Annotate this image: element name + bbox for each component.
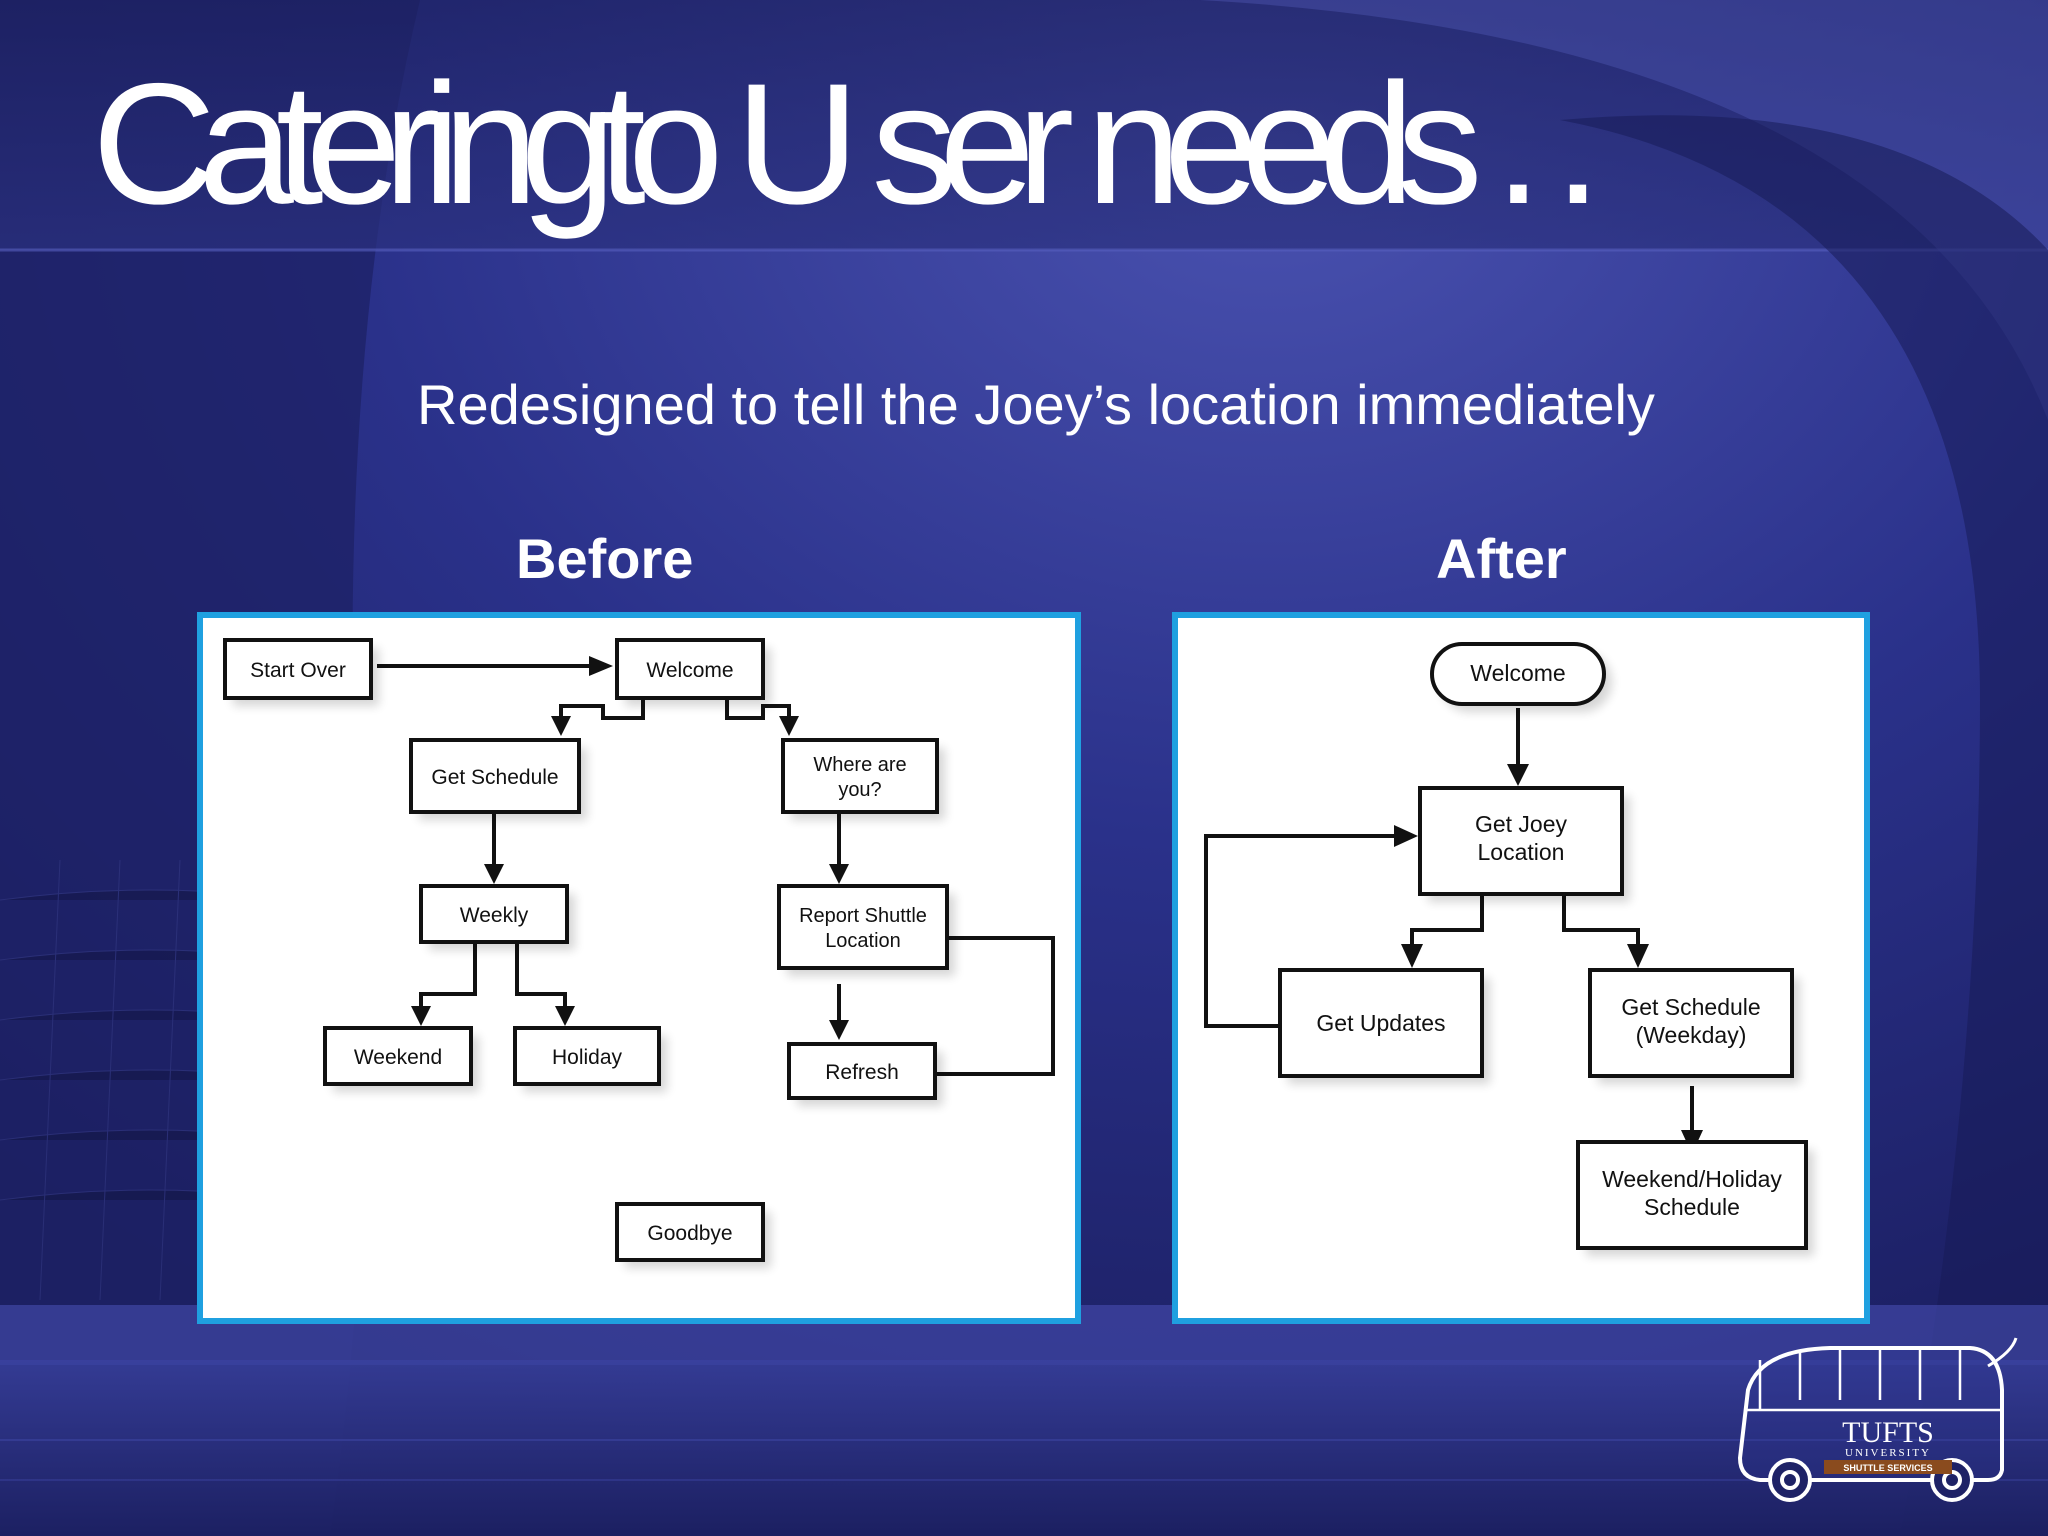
before-heading: Before xyxy=(516,527,694,590)
node-refresh-label: Refresh xyxy=(825,1061,899,1084)
node-refresh: Refresh xyxy=(787,1042,943,1106)
node-weekend-holiday-label-2: Schedule xyxy=(1644,1194,1740,1220)
node-after-welcome-label: Welcome xyxy=(1470,660,1565,686)
node-get-joey-label-2: Location xyxy=(1478,839,1565,865)
node-where-are-you-label-2: you? xyxy=(838,779,881,801)
node-start-over: Start Over xyxy=(223,638,379,706)
edge-get-joey-to-get-updates xyxy=(1410,888,1484,946)
node-get-joey-label-1: Get Joey xyxy=(1475,811,1568,837)
node-report-label-1: Report Shuttle xyxy=(799,905,927,927)
edge-get-updates-to-get-joey xyxy=(1204,834,1400,1028)
node-welcome: Welcome xyxy=(615,638,771,706)
node-get-schedule-label: Get Schedule xyxy=(431,766,558,789)
edge-welcome-to-where-are-you xyxy=(725,688,791,720)
node-report-shuttle-location: Report Shuttle Location xyxy=(777,884,955,976)
node-after-welcome: Welcome xyxy=(1430,642,1612,712)
node-get-schedule-label-1: Get Schedule xyxy=(1621,994,1760,1020)
node-goodbye-label: Goodbye xyxy=(647,1222,732,1245)
edge-weekly-to-weekend xyxy=(419,940,477,1010)
before-flowchart: Start Over Welcome Get Schedule Where ar… xyxy=(223,638,1055,1268)
node-get-schedule-label-2: (Weekday) xyxy=(1636,1022,1747,1048)
edge-get-joey-to-get-schedule xyxy=(1562,888,1640,946)
after-heading: After xyxy=(1436,527,1567,590)
logo-text-line1: TUFTS xyxy=(1842,1416,1934,1449)
node-weekend-label: Weekend xyxy=(354,1046,442,1069)
node-holiday-label: Holiday xyxy=(552,1046,623,1069)
node-goodbye: Goodbye xyxy=(615,1202,771,1268)
node-get-schedule-weekday: Get Schedule (Weekday) xyxy=(1588,968,1800,1084)
node-weekend-holiday-label-1: Weekend/Holiday xyxy=(1602,1166,1782,1192)
node-where-are-you: Where are you? xyxy=(781,738,945,820)
before-diagram-panel: Start Over Welcome Get Schedule Where ar… xyxy=(197,612,1081,1324)
edge-welcome-to-get-schedule xyxy=(559,688,645,720)
logo-text-line3: SHUTTLE SERVICES xyxy=(1843,1463,1932,1473)
slide-title: Cateringto U ser needs . . xyxy=(92,48,1602,240)
node-welcome-label: Welcome xyxy=(646,659,733,682)
node-weekend: Weekend xyxy=(323,1026,479,1092)
edge-refresh-to-report xyxy=(913,936,1055,1076)
edge-weekly-to-holiday xyxy=(515,940,567,1010)
node-holiday: Holiday xyxy=(513,1026,667,1092)
before-edges xyxy=(377,656,1055,1076)
tufts-shuttle-logo: TUFTS UNIVERSITY SHUTTLE SERVICES xyxy=(1737,1337,2018,1502)
node-weekly-label: Weekly xyxy=(460,904,529,927)
logo-text-line2: UNIVERSITY xyxy=(1845,1447,1931,1459)
node-where-are-you-label-1: Where are xyxy=(813,754,906,776)
node-start-over-label: Start Over xyxy=(250,659,346,682)
slide-subtitle: Redesigned to tell the Joey’s location i… xyxy=(417,373,1655,436)
after-diagram-panel: Welcome Get Joey Location Get Updates Ge… xyxy=(1172,612,1870,1324)
node-weekly: Weekly xyxy=(419,884,575,950)
node-get-joey-location: Get Joey Location xyxy=(1418,786,1630,902)
node-get-updates: Get Updates xyxy=(1278,968,1490,1084)
node-get-updates-label: Get Updates xyxy=(1316,1010,1445,1036)
after-edges xyxy=(1204,708,1703,1154)
node-report-label-2: Location xyxy=(825,930,901,952)
node-get-schedule: Get Schedule xyxy=(409,738,587,820)
after-flowchart: Welcome Get Joey Location Get Updates Ge… xyxy=(1204,642,1814,1256)
node-weekend-holiday-schedule: Weekend/Holiday Schedule xyxy=(1576,1140,1814,1256)
